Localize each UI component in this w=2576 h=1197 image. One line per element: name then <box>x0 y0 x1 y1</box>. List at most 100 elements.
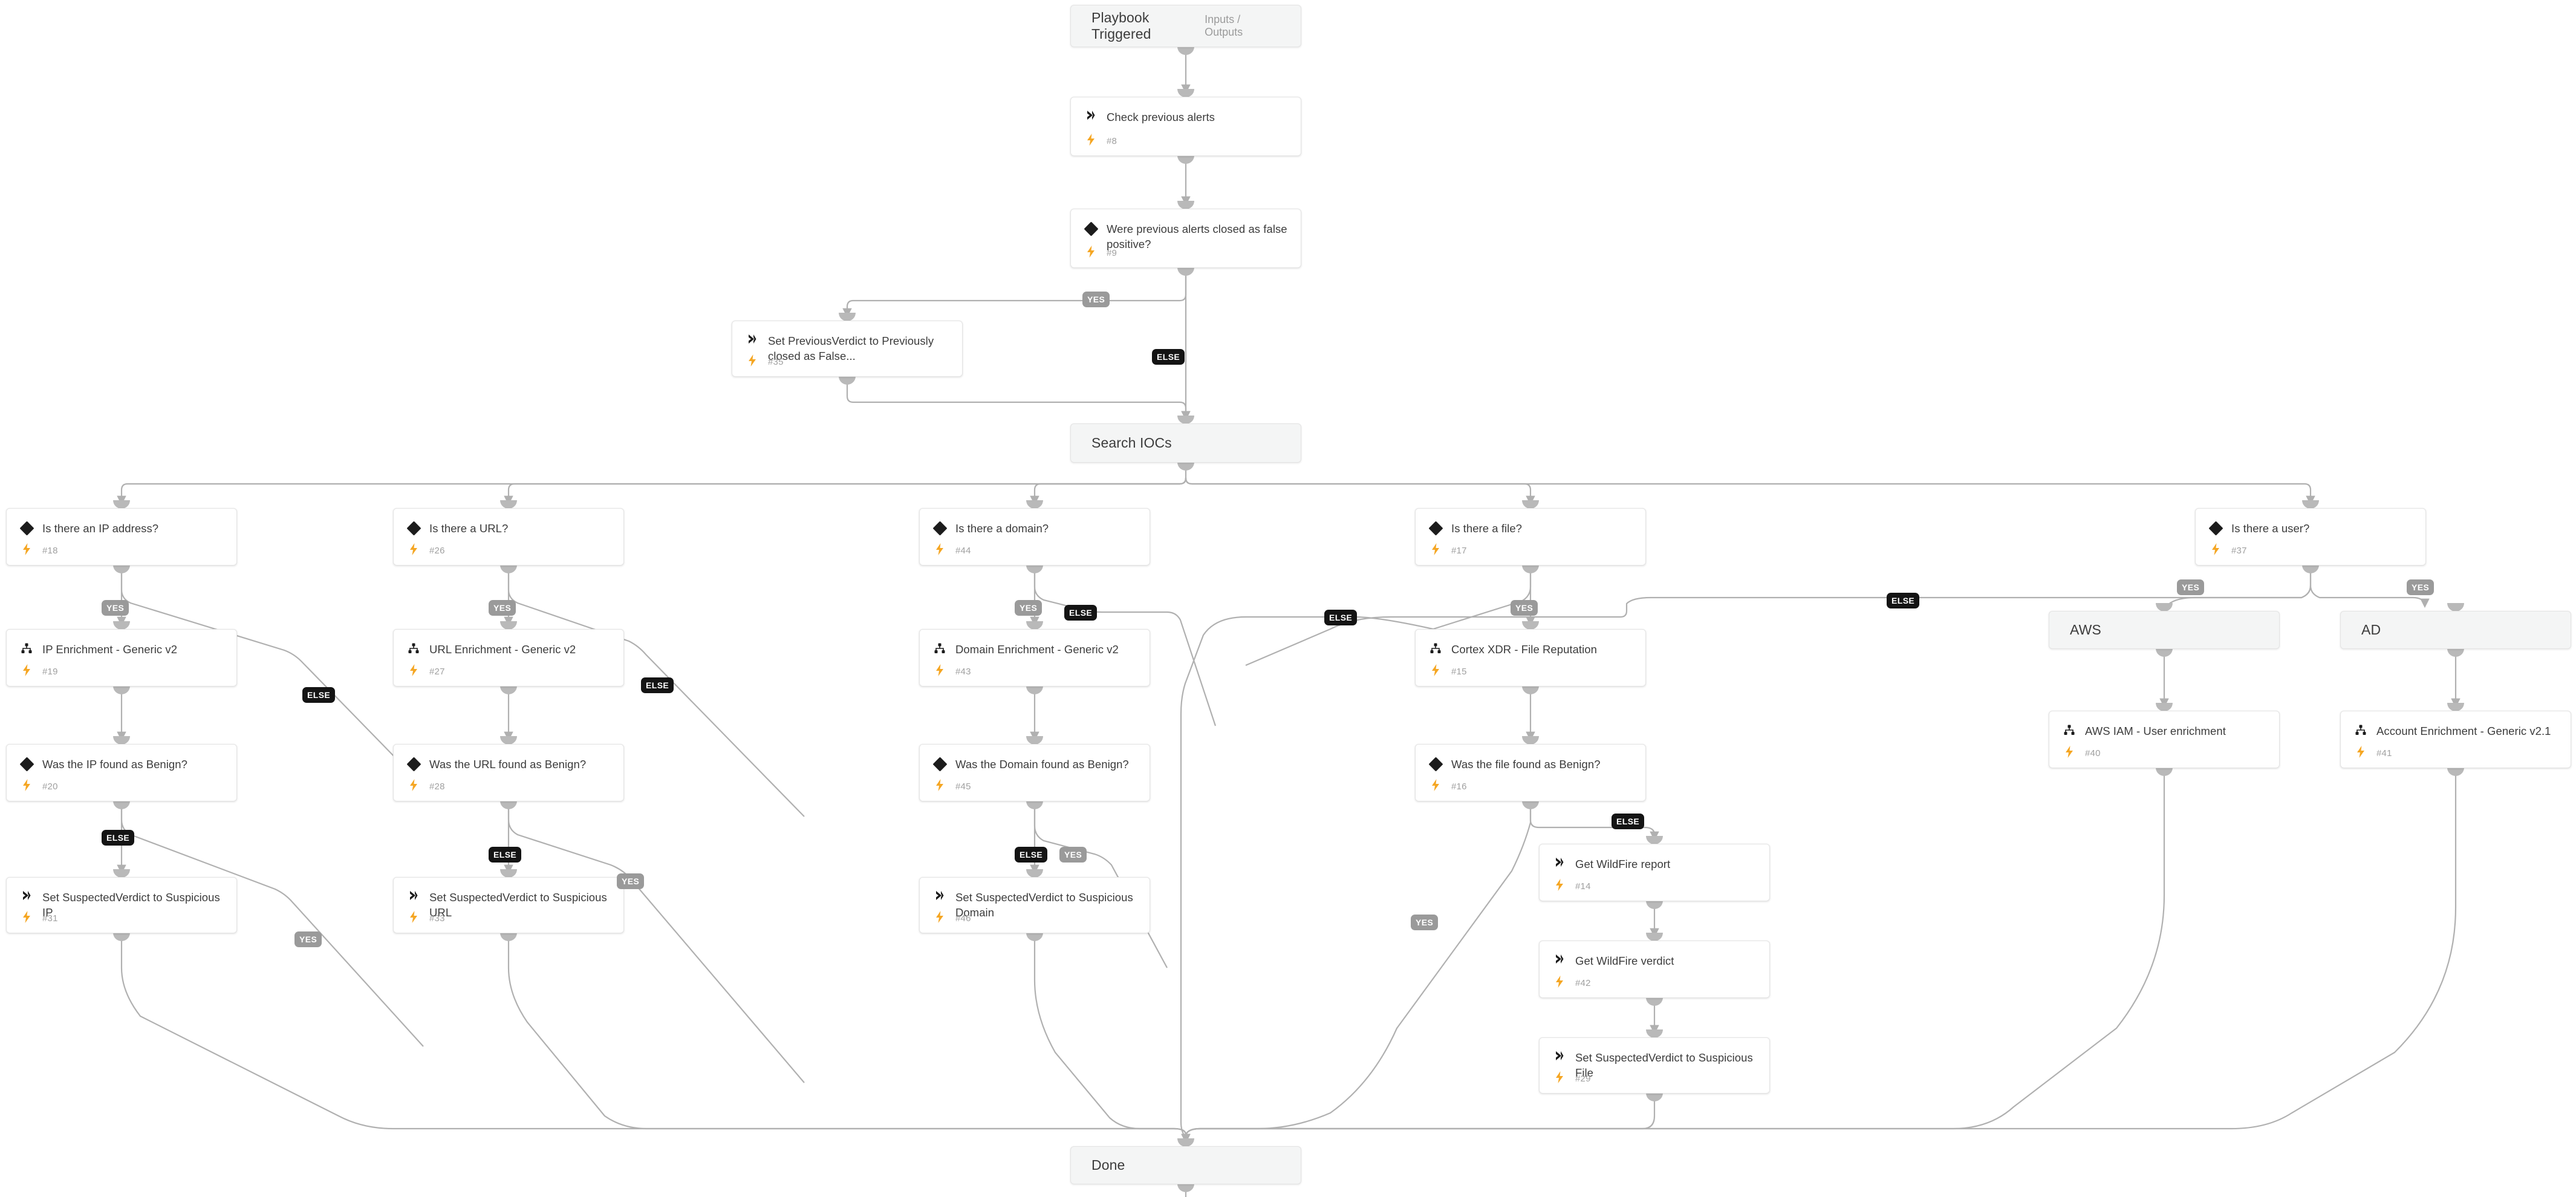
node-wf_verdict[interactable]: Get WildFire verdict#42 <box>1539 941 1770 998</box>
node-input-port[interactable] <box>1646 1029 1663 1038</box>
node-input-port[interactable] <box>1177 201 1194 209</box>
node-output-port[interactable] <box>1646 997 1663 1006</box>
node-ip_enrich[interactable]: IP Enrichment - Generic v2#19 <box>6 629 237 687</box>
edge-label-else[interactable]: ELSE <box>1015 847 1048 863</box>
node-set_susp_domain[interactable]: Set SuspectedVerdict to Suspicious Domai… <box>919 877 1150 933</box>
node-output-port[interactable] <box>1177 267 1194 276</box>
node-done[interactable]: Done <box>1070 1146 1301 1184</box>
node-cortex_xdr[interactable]: Cortex XDR - File Reputation#15 <box>1415 629 1646 687</box>
edge-label-else[interactable]: ELSE <box>1152 349 1185 365</box>
node-url_enrich[interactable]: URL Enrichment - Generic v2#27 <box>393 629 624 687</box>
node-output-port[interactable] <box>500 801 517 809</box>
node-output-port[interactable] <box>500 686 517 694</box>
node-output-port[interactable] <box>1177 462 1194 471</box>
edge-label-yes[interactable]: YES <box>489 600 516 616</box>
edge-label-yes[interactable]: YES <box>102 600 129 616</box>
node-input-port[interactable] <box>1026 500 1043 509</box>
node-output-port[interactable] <box>1646 901 1663 909</box>
edge-label-yes[interactable]: YES <box>1511 600 1538 616</box>
node-input-port[interactable] <box>2447 703 2464 711</box>
node-output-port[interactable] <box>500 565 517 573</box>
node-input-port[interactable] <box>1177 416 1194 424</box>
node-aws_iam[interactable]: AWS IAM - User enrichment#40 <box>2049 711 2280 768</box>
edge-label-else[interactable]: ELSE <box>102 830 135 846</box>
node-q_domain[interactable]: Is there a domain?#44 <box>919 508 1150 566</box>
node-q_url[interactable]: Is there a URL?#26 <box>393 508 624 566</box>
node-input-port[interactable] <box>113 869 130 878</box>
edge-label-else[interactable]: ELSE <box>489 847 522 863</box>
node-output-port[interactable] <box>2447 648 2464 657</box>
node-q_user[interactable]: Is there a user?#37 <box>2195 508 2426 566</box>
node-q_url_benign[interactable]: Was the URL found as Benign?#28 <box>393 744 624 801</box>
node-input-port[interactable] <box>1026 736 1043 745</box>
node-set_prev[interactable]: Set PreviousVerdict to Previously closed… <box>732 321 963 377</box>
node-set_susp_url[interactable]: Set SuspectedVerdict to Suspicious URL#3… <box>393 877 624 933</box>
edge-label-else[interactable]: ELSE <box>641 677 674 693</box>
node-check_prev[interactable]: Check previous alerts#8 <box>1070 97 1301 156</box>
edge-label-else[interactable]: ELSE <box>1612 814 1645 829</box>
node-output-port[interactable] <box>1522 801 1539 809</box>
node-q_file[interactable]: Is there a file?#17 <box>1415 508 1646 566</box>
node-output-port[interactable] <box>113 801 130 809</box>
edge-label-yes[interactable]: YES <box>2177 579 2205 595</box>
node-input-port[interactable] <box>1522 621 1539 630</box>
node-output-port[interactable] <box>1522 565 1539 573</box>
node-input-port[interactable] <box>500 500 517 509</box>
node-input-port[interactable] <box>500 736 517 745</box>
node-set_susp_ip[interactable]: Set SuspectedVerdict to Suspicious IP#31 <box>6 877 237 933</box>
node-input-port[interactable] <box>2447 603 2464 612</box>
node-input-port[interactable] <box>113 500 130 509</box>
node-aws[interactable]: AWS <box>2049 611 2280 649</box>
node-aux-label[interactable]: Inputs / Outputs <box>1205 13 1243 38</box>
node-output-port[interactable] <box>113 686 130 694</box>
node-output-port[interactable] <box>2447 768 2464 776</box>
node-wf_report[interactable]: Get WildFire report#14 <box>1539 844 1770 901</box>
node-ad[interactable]: AD <box>2340 611 2571 649</box>
node-output-port[interactable] <box>1026 565 1043 573</box>
edge-label-else[interactable]: ELSE <box>1064 605 1098 621</box>
node-output-port[interactable] <box>1026 686 1043 694</box>
edge-label-yes[interactable]: YES <box>617 873 645 889</box>
node-output-port[interactable] <box>1177 1184 1194 1192</box>
node-input-port[interactable] <box>1177 89 1194 97</box>
node-input-port[interactable] <box>1646 933 1663 941</box>
node-input-port[interactable] <box>1646 836 1663 844</box>
edge-label-yes[interactable]: YES <box>1059 847 1087 863</box>
node-output-port[interactable] <box>1026 933 1043 941</box>
node-input-port[interactable] <box>839 313 856 321</box>
node-input-port[interactable] <box>2156 603 2173 612</box>
node-output-port[interactable] <box>113 933 130 941</box>
edge-label-yes[interactable]: YES <box>1411 915 1439 930</box>
node-input-port[interactable] <box>1522 500 1539 509</box>
node-output-port[interactable] <box>1177 47 1194 55</box>
node-input-port[interactable] <box>1026 621 1043 630</box>
edge-label-yes[interactable]: YES <box>1015 600 1042 616</box>
node-input-port[interactable] <box>2302 500 2319 509</box>
edge-label-else[interactable]: ELSE <box>302 687 336 703</box>
edge-label-yes[interactable]: YES <box>294 931 322 947</box>
edge-label-else[interactable]: ELSE <box>1324 610 1358 625</box>
node-output-port[interactable] <box>839 376 856 385</box>
node-search_iocs[interactable]: Search IOCs <box>1070 423 1301 463</box>
node-input-port[interactable] <box>1177 1138 1194 1147</box>
edge-label-else[interactable]: ELSE <box>1887 593 1920 608</box>
node-output-port[interactable] <box>2302 565 2319 573</box>
node-input-port[interactable] <box>500 621 517 630</box>
node-input-port[interactable] <box>113 621 130 630</box>
node-input-port[interactable] <box>1026 869 1043 878</box>
node-output-port[interactable] <box>2156 648 2173 657</box>
node-input-port[interactable] <box>1522 736 1539 745</box>
node-output-port[interactable] <box>2156 768 2173 776</box>
node-q_ip_benign[interactable]: Was the IP found as Benign?#20 <box>6 744 237 801</box>
node-acct_enrich[interactable]: Account Enrichment - Generic v2.1#41 <box>2340 711 2571 768</box>
node-input-port[interactable] <box>113 736 130 745</box>
node-q_domain_benign[interactable]: Was the Domain found as Benign?#45 <box>919 744 1150 801</box>
node-q_ip[interactable]: Is there an IP address?#18 <box>6 508 237 566</box>
node-output-port[interactable] <box>1177 155 1194 164</box>
node-output-port[interactable] <box>113 565 130 573</box>
node-input-port[interactable] <box>500 869 517 878</box>
node-prev_closed[interactable]: Were previous alerts closed as false pos… <box>1070 209 1301 268</box>
node-q_file_benign[interactable]: Was the file found as Benign?#16 <box>1415 744 1646 801</box>
node-output-port[interactable] <box>500 933 517 941</box>
